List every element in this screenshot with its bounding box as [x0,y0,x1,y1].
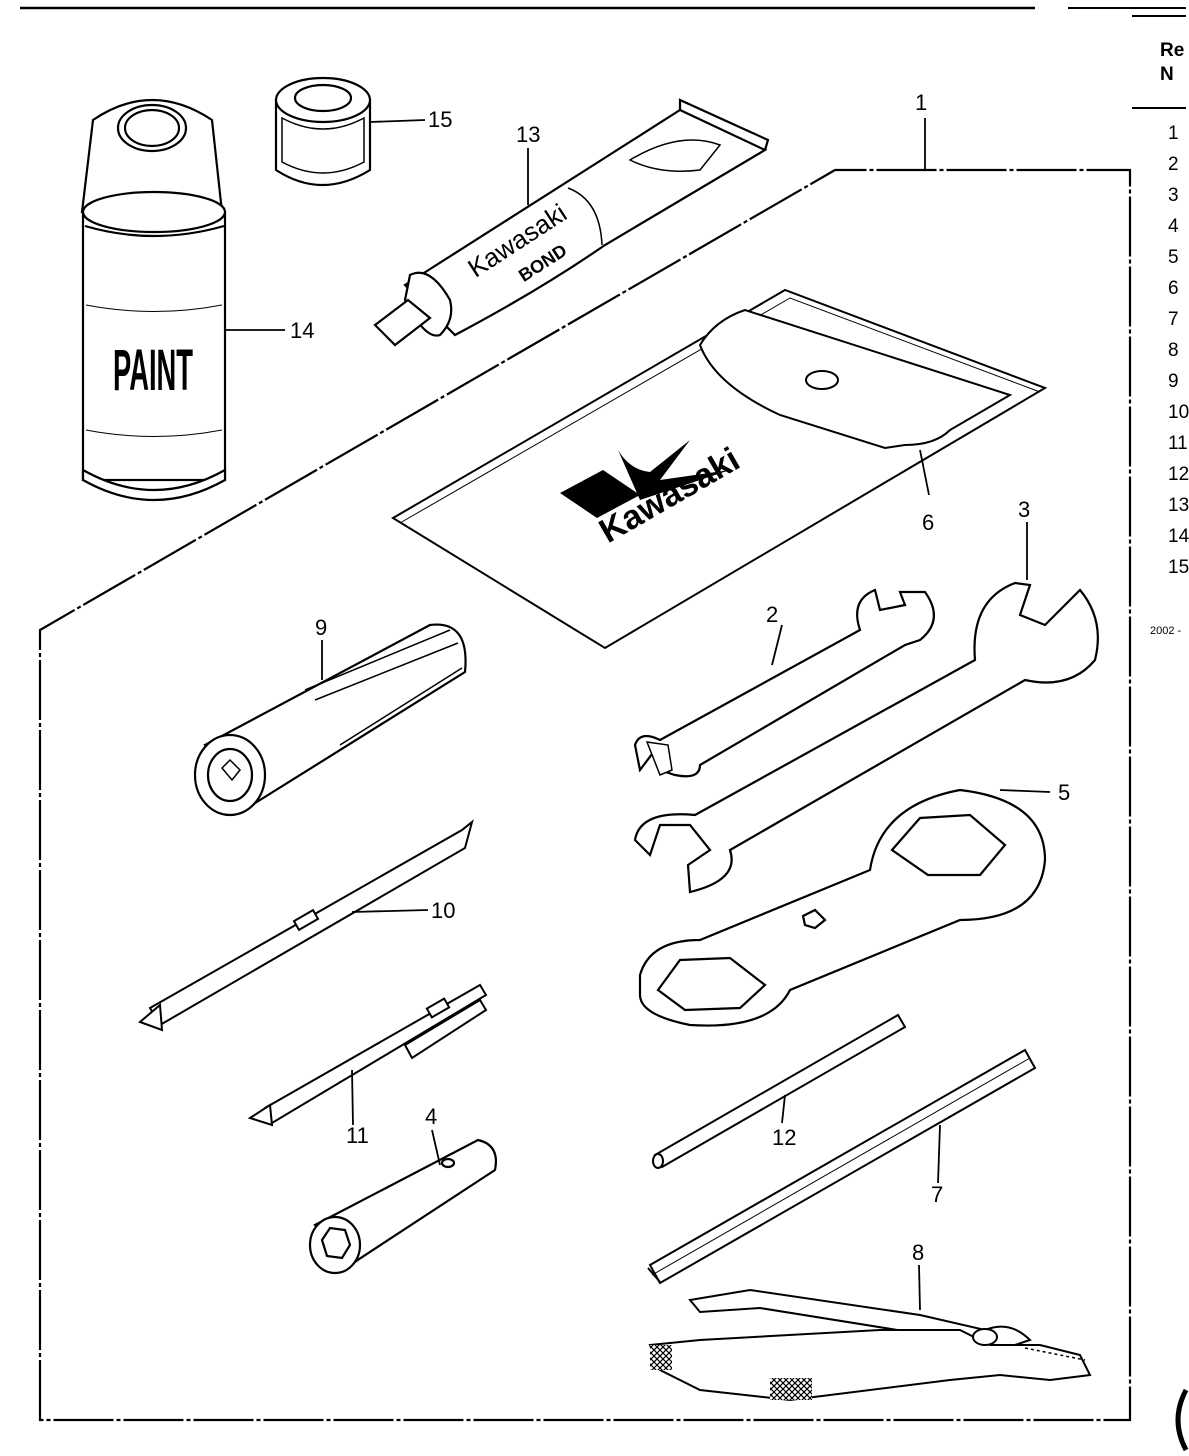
side-table-footer: 2002 - [1150,625,1182,637]
screwdriver-handle [193,623,467,817]
wrench-2 [633,588,935,778]
side-table-row-number: 11 [1168,433,1188,454]
hex-bar-7 [647,1048,1037,1285]
callout-13: 13 [516,122,540,147]
pliers-8 [648,1288,1092,1402]
callout-7: 7 [931,1182,943,1207]
spark-plug-socket [308,1138,497,1275]
callout-14: 14 [290,318,314,343]
callout-4: 4 [425,1104,437,1129]
callout-6: 6 [922,510,934,535]
callout-8: 8 [912,1240,924,1265]
side-table-header-1: Re [1160,40,1185,61]
side-table-row-number: 8 [1168,340,1179,361]
side-table-row-number: 7 [1168,309,1179,330]
callout-11: 11 [346,1123,369,1148]
callout-3: 3 [1018,497,1030,522]
side-table-row-number: 5 [1168,247,1179,268]
wrench-3 [633,581,1099,894]
callout-9: 9 [315,615,327,640]
kit-outline [38,168,1132,1422]
side-table-row-number: 2 [1168,154,1179,175]
callout-10: 10 [431,898,455,923]
leader-lines [225,118,1051,1311]
callout-2: 2 [766,602,778,627]
side-table-row-number: 10 [1168,402,1189,423]
side-table-row-number: 15 [1168,557,1189,578]
screwdriver-bit-11 [247,983,488,1127]
side-table-row-number: 9 [1168,371,1179,392]
callout-15: 15 [428,107,452,132]
callout-12: 12 [772,1125,796,1150]
paint-spray-can [80,98,227,501]
side-table-row-number: 4 [1168,216,1179,237]
callout-5: 5 [1058,780,1070,805]
side-table-row-number: 3 [1168,185,1179,206]
rod-12 [652,1013,907,1169]
kawasaki-pouch-logo [560,440,730,518]
paint-jar [274,76,372,186]
side-table-row-number: 14 [1168,526,1189,547]
side-table-row-number: 1 [1168,123,1179,144]
paint-can-label: PAINT [113,338,193,403]
page-bracket [1175,1388,1189,1452]
side-table-row-number: 13 [1168,495,1189,516]
side-table-row-number: 12 [1168,464,1189,485]
callout-numbers: 1 2 3 4 5 6 7 8 9 10 11 12 13 14 15 [290,90,1070,1265]
bond-tube [373,98,770,347]
screwdriver-bit-10 [138,819,474,1032]
tool-pouch [391,288,1048,650]
side-table-row-number: 6 [1168,278,1179,299]
side-table-header-2: N [1160,64,1174,85]
spanner-5 [638,788,1047,1027]
callout-1: 1 [915,90,927,115]
